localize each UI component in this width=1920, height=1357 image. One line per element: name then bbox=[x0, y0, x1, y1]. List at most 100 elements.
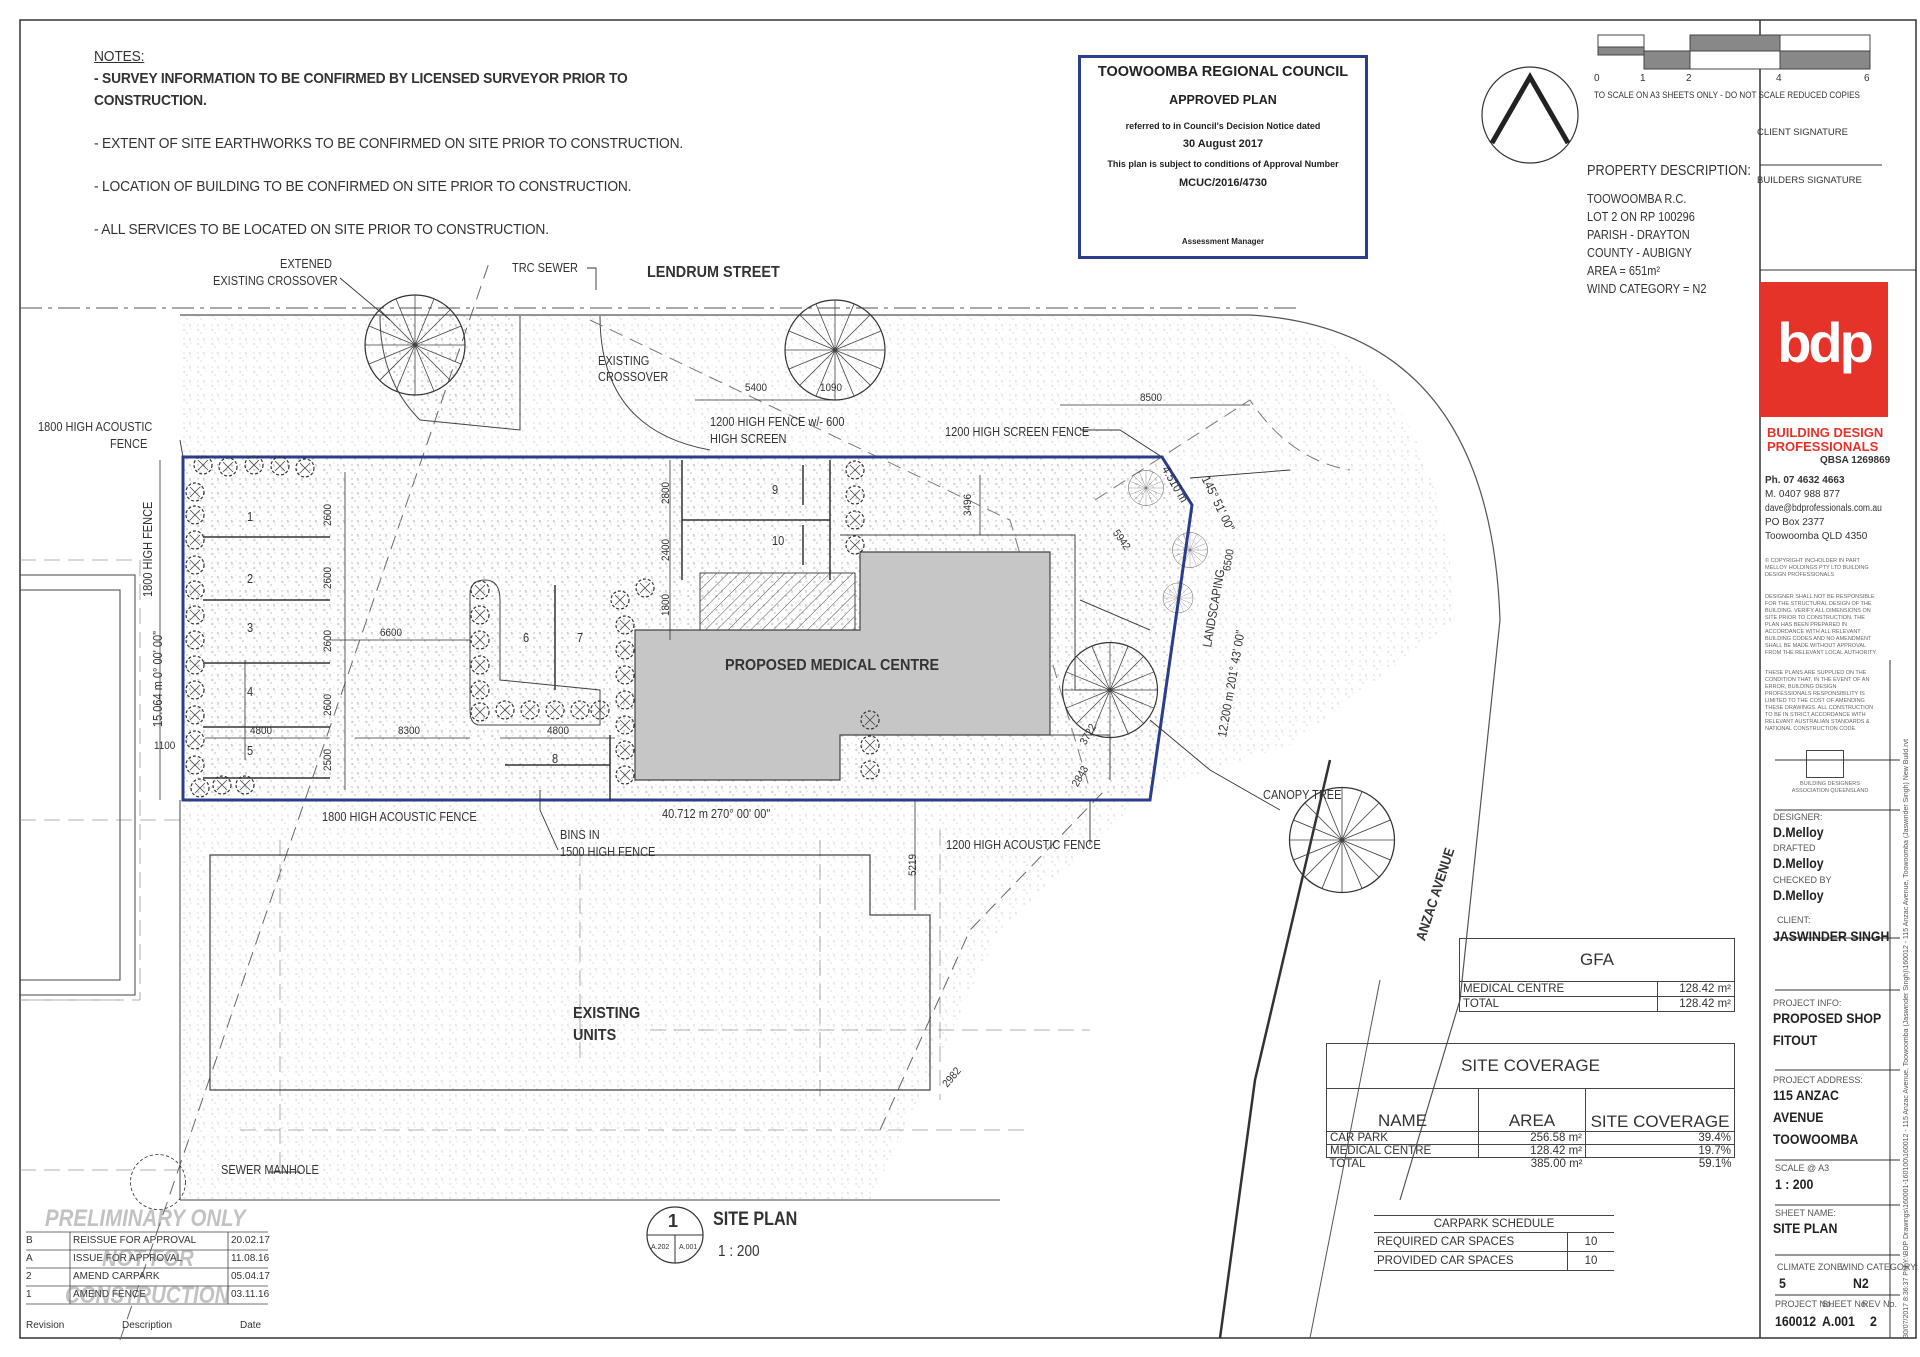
rev-header-description: Description bbox=[122, 1320, 173, 1331]
trc-sewer-label: TRC SEWER bbox=[512, 261, 578, 275]
stamp-number: MCUC/2016/4730 bbox=[1178, 177, 1268, 189]
stamp-line2: This plan is subject to conditions of Ap… bbox=[1107, 159, 1339, 169]
approval-stamp: TOOWOOMBA REGIONAL COUNCIL APPROVED PLAN… bbox=[1078, 55, 1368, 259]
carpark-provided-label: PROVIDED CAR SPACES bbox=[1374, 1251, 1568, 1271]
scale-tick-0: 0 bbox=[1594, 73, 1600, 84]
dim-2600-d: 2600 bbox=[322, 693, 334, 716]
note-1-cont: CONSTRUCTION. bbox=[94, 92, 207, 109]
bdp-logo-text: bdp bbox=[1777, 311, 1874, 374]
bay-5: 5 bbox=[247, 744, 254, 758]
coverage-header-area: AREA bbox=[1478, 1088, 1586, 1132]
scale-label: SCALE @ A3 bbox=[1775, 1163, 1830, 1173]
gfa-title: GFA bbox=[1459, 938, 1735, 982]
address-label: PROJECT ADDRESS: bbox=[1773, 1075, 1863, 1085]
bdp-logo: bdp bbox=[1760, 282, 1888, 417]
bay-7: 7 bbox=[577, 631, 584, 645]
designer-value: D.Melloy bbox=[1773, 824, 1824, 840]
acoustic-fence-label-2: FENCE bbox=[110, 437, 148, 451]
stamp-approved: APPROVED PLAN bbox=[1169, 93, 1277, 107]
existing-units-label-2: UNITS bbox=[573, 1027, 617, 1044]
existing-crossover-label-1: EXISTING bbox=[598, 354, 650, 368]
gfa-row-value: 128.42 m² bbox=[1657, 981, 1735, 997]
address-value-3: TOOWOOMBA bbox=[1773, 1131, 1859, 1147]
sheet-border bbox=[19, 19, 1917, 1339]
wind-label: WIND CATEGORY: bbox=[1840, 1262, 1919, 1272]
revision-table-lines bbox=[26, 1231, 268, 1305]
dim-5219: 5219 bbox=[907, 853, 919, 876]
checked-label: CHECKED BY bbox=[1773, 875, 1832, 885]
gfa-total-value: 128.42 m² bbox=[1657, 996, 1735, 1012]
stamp-date: 30 August 2017 bbox=[1182, 138, 1264, 150]
west-fence-label: 1800 HIGH FENCE bbox=[141, 501, 155, 597]
extend-crossover-label-1: EXTENED bbox=[280, 257, 332, 271]
qbsa: QBSA 1269869 bbox=[1820, 455, 1891, 466]
rev-2-date: 11.08.16 bbox=[231, 1253, 270, 1264]
scale-tick-2: 2 bbox=[1686, 73, 1692, 84]
company-name-2: PROFESSIONALS bbox=[1767, 439, 1879, 454]
dim-2400: 2400 bbox=[660, 538, 672, 561]
disclaimer-2: THESE PLANS ARE SUPPLIED ON THE CONDITIO… bbox=[1765, 670, 1874, 732]
south-bearing-label: 40.712 m 270° 00' 00" bbox=[662, 807, 771, 821]
leader-lines bbox=[179, 267, 1291, 1173]
dim-3496: 3496 bbox=[962, 493, 974, 516]
dim-4800-b: 4800 bbox=[547, 725, 570, 737]
bins-label-2: 1500 HIGH FENCE bbox=[560, 845, 656, 859]
property-line-5: AREA = 651m² bbox=[1587, 264, 1661, 278]
mobile: M. 0407 988 877 bbox=[1765, 489, 1841, 500]
bay-8: 8 bbox=[552, 752, 559, 766]
dim-1090: 1090 bbox=[820, 382, 843, 394]
coverage-row-2-area: 128.42 m² bbox=[1478, 1144, 1586, 1158]
bay-6: 6 bbox=[523, 631, 530, 645]
carpark-provided-value: 10 bbox=[1567, 1251, 1614, 1271]
existing-units-label-1: EXISTING bbox=[573, 1005, 641, 1022]
south-fence-label: 1800 HIGH ACOUSTIC FENCE bbox=[322, 810, 477, 824]
prelim-watermark-3: CONSTRUCTION bbox=[65, 1282, 230, 1309]
rev-1-code: B bbox=[26, 1235, 33, 1246]
dim-8500: 8500 bbox=[1140, 392, 1163, 404]
rev-1-desc: REISSUE FOR APPROVAL bbox=[73, 1235, 197, 1246]
coverage-row-2-pct: 19.7% bbox=[1585, 1144, 1735, 1158]
rev-3-code: 2 bbox=[26, 1271, 32, 1282]
dim-4800-a: 4800 bbox=[250, 725, 273, 737]
dim-1100: 1100 bbox=[154, 740, 176, 752]
sheet-name-value: SITE PLAN bbox=[1773, 1220, 1838, 1236]
rev-no-label: REV No. bbox=[1862, 1299, 1898, 1309]
coverage-total-pct: 59.1% bbox=[1698, 1158, 1732, 1170]
view-number: 1 bbox=[668, 1211, 679, 1231]
existing-units-outline bbox=[209, 854, 931, 1091]
view-ref-b: A.001 bbox=[679, 1244, 698, 1251]
gfa-row-name: MEDICAL CENTRE bbox=[1459, 981, 1658, 997]
acoustic-fence-label-1: 1800 HIGH ACOUSTIC bbox=[38, 420, 153, 434]
high-fence-label-2: HIGH SCREEN bbox=[710, 432, 787, 446]
carpark-required-label: REQUIRED CAR SPACES bbox=[1374, 1232, 1568, 1252]
bay-2: 2 bbox=[247, 572, 254, 586]
project-label: PROJECT INFO: bbox=[1773, 998, 1842, 1008]
screen-fence-label: 1200 HIGH SCREEN FENCE bbox=[945, 425, 1090, 439]
climate-label: CLIMATE ZONE: bbox=[1777, 1262, 1846, 1272]
bay-9: 9 bbox=[772, 483, 779, 497]
coverage-row-2-name: MEDICAL CENTRE bbox=[1326, 1144, 1479, 1158]
coverage-header-coverage: SITE COVERAGE bbox=[1585, 1088, 1735, 1132]
property-line-6: WIND CATEGORY = N2 bbox=[1587, 282, 1707, 296]
drafted-label: DRAFTED bbox=[1773, 843, 1816, 853]
wind-value: N2 bbox=[1853, 1275, 1869, 1291]
address-value-1: 115 ANZAC bbox=[1773, 1087, 1839, 1103]
bay-1: 1 bbox=[247, 510, 254, 524]
property-line-2: LOT 2 ON RP 100296 bbox=[1587, 210, 1695, 224]
site-coverage-table: SITE COVERAGE NAME AREA SITE COVERAGE CA… bbox=[1326, 1043, 1735, 1170]
prelim-watermark-1: PRELIMINARY ONLY bbox=[45, 1205, 246, 1232]
note-4: - ALL SERVICES TO BE LOCATED ON SITE PRI… bbox=[94, 221, 549, 238]
dim-2600-a: 2600 bbox=[322, 503, 334, 526]
carpark-title: CARPARK SCHEDULE bbox=[1374, 1215, 1614, 1233]
view-ref-a: A.202 bbox=[651, 1244, 670, 1251]
view-callout bbox=[646, 1206, 704, 1264]
note-3: - LOCATION OF BUILDING TO BE CONFIRMED O… bbox=[94, 178, 632, 195]
scale-tick-1: 1 bbox=[1640, 73, 1646, 84]
dim-8300: 8300 bbox=[398, 725, 421, 737]
dim-6600: 6600 bbox=[380, 627, 403, 639]
project-no-label: PROJECT No. bbox=[1775, 1299, 1834, 1309]
dimension-lines bbox=[159, 399, 1250, 910]
disclaimer-1: DESIGNER SHALL NOT BE RESPONSIBLE FOR TH… bbox=[1765, 594, 1877, 656]
